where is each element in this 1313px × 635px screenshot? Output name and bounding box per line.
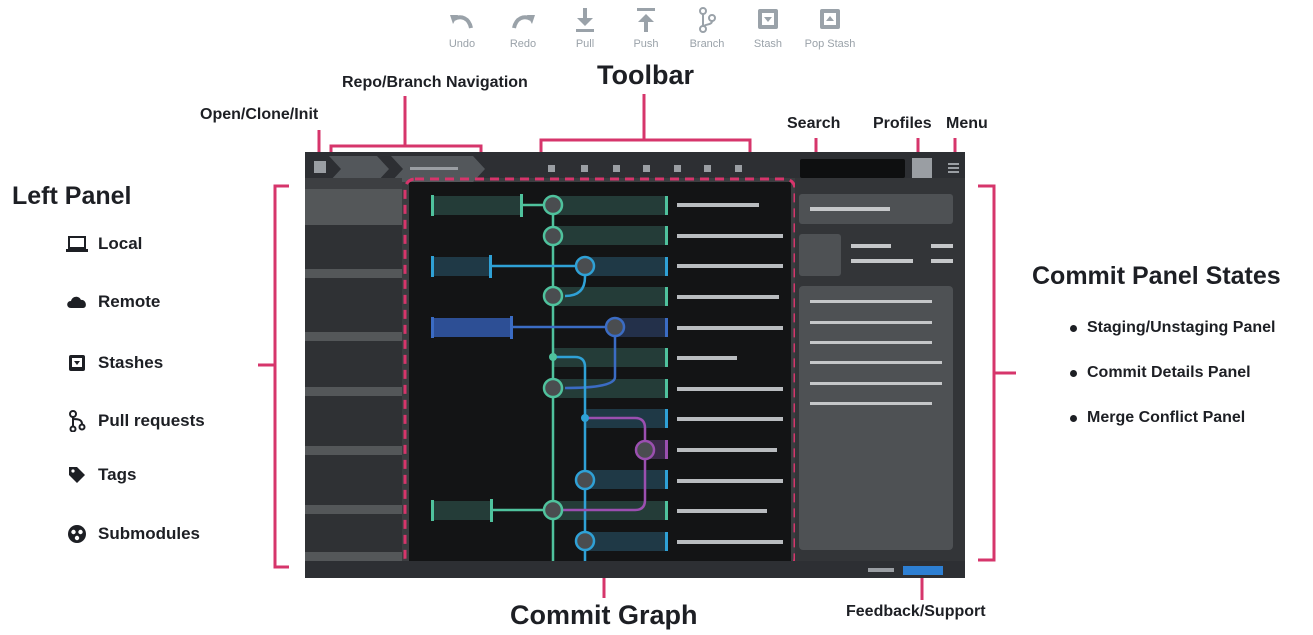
left-panel-submodules: Submodules xyxy=(66,524,200,544)
pop-stash-label: Pop Stash xyxy=(804,38,856,50)
stash-icon xyxy=(758,9,778,29)
profiles-callout: Profiles xyxy=(873,115,932,132)
bullet-icon xyxy=(1070,369,1077,377)
left-panel-tags: Tags xyxy=(66,465,136,485)
repo-nav-callout: Repo/Branch Navigation xyxy=(342,74,528,91)
left-panel-stashes: Stashes xyxy=(66,353,163,373)
tag-icon xyxy=(66,465,88,485)
search-callout: Search xyxy=(787,115,841,132)
laptop-icon xyxy=(66,234,88,254)
pop-stash-button[interactable]: Pop Stash xyxy=(798,6,862,50)
left-panel-pull-requests-label: Pull requests xyxy=(98,411,205,430)
pull-button[interactable]: Pull xyxy=(553,6,617,50)
stash-label: Stash xyxy=(753,38,783,50)
stash-box-icon xyxy=(66,353,88,373)
pull-label: Pull xyxy=(575,38,595,50)
pull-icon xyxy=(576,8,594,32)
redo-icon xyxy=(512,15,535,29)
left-panel-submodules-label: Submodules xyxy=(98,524,201,543)
left-panel-pull-requests: Pull requests xyxy=(66,410,205,432)
left-panel-stashes-label: Stashes xyxy=(98,353,164,372)
repo-breadcrumb xyxy=(329,156,389,182)
left-panel-callout: Left Panel xyxy=(12,182,132,210)
app-window-mock xyxy=(305,152,965,578)
submodule-icon xyxy=(66,524,88,544)
feedback-callout: Feedback/Support xyxy=(846,603,986,620)
commit-graph-callout: Commit Graph xyxy=(510,600,698,630)
pop-stash-icon xyxy=(820,9,840,29)
toolbar-callout: Toolbar xyxy=(597,60,694,90)
commit-panel-state-merge: Merge Conflict Panel xyxy=(1070,409,1245,427)
pull-request-icon xyxy=(66,410,88,432)
push-icon xyxy=(637,8,655,32)
push-label: Push xyxy=(633,38,659,50)
branch-button[interactable]: Branch xyxy=(675,6,739,50)
undo-button[interactable]: Undo xyxy=(430,6,494,50)
cloud-icon xyxy=(66,292,88,312)
staging-label: Staging/Unstaging Panel xyxy=(1087,319,1276,336)
bullet-icon xyxy=(1070,414,1077,422)
menu-callout: Menu xyxy=(946,115,988,132)
push-button[interactable]: Push xyxy=(614,6,678,50)
undo-label: Undo xyxy=(448,38,476,50)
merge-label: Merge Conflict Panel xyxy=(1087,409,1246,426)
branch-label: Branch xyxy=(689,38,725,50)
app-mock-drawing xyxy=(305,152,965,578)
commit-panel-state-staging: Staging/Unstaging Panel xyxy=(1070,319,1275,337)
search-box xyxy=(800,159,905,178)
left-panel-local-label: Local xyxy=(98,234,143,253)
bullet-icon xyxy=(1070,324,1077,332)
branch-icon xyxy=(699,7,716,33)
open-clone-button xyxy=(314,161,326,173)
details-label: Commit Details Panel xyxy=(1087,364,1251,381)
redo-button[interactable]: Redo xyxy=(491,6,555,50)
left-panel-tags-label: Tags xyxy=(98,465,137,484)
commit-panel-states-callout: Commit Panel States xyxy=(1032,262,1281,290)
stash-button[interactable]: Stash xyxy=(736,6,800,50)
open-clone-callout: Open/Clone/Init xyxy=(200,106,319,123)
left-panel-local: Local xyxy=(66,234,142,254)
left-panel-remote-label: Remote xyxy=(98,292,161,311)
profile-avatar xyxy=(912,158,932,178)
commit-panel-state-details: Commit Details Panel xyxy=(1070,364,1251,382)
feedback-button xyxy=(903,566,943,575)
left-panel-remote: Remote xyxy=(66,292,160,312)
undo-icon xyxy=(450,15,473,29)
redo-label: Redo xyxy=(509,38,537,50)
